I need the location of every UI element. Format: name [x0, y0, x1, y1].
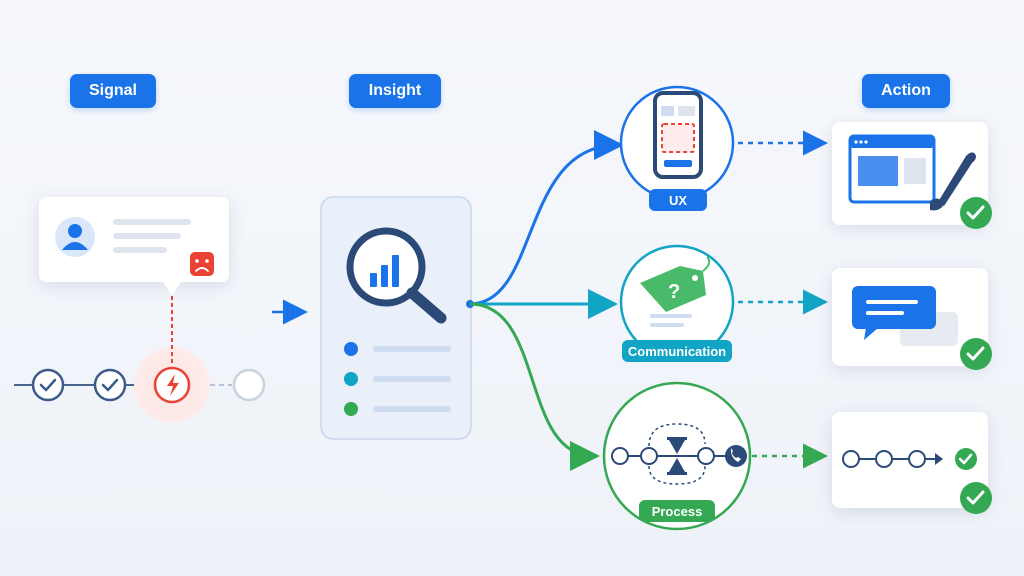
communication-branch-label: Communication: [622, 340, 732, 362]
green-bullet: [344, 402, 358, 416]
communication-action-card: [832, 268, 992, 370]
process-branch-label: Process: [639, 500, 715, 522]
timeline-check-1: [31, 368, 65, 402]
ux-action-card: [832, 122, 992, 229]
signal-stage-label: Signal: [70, 74, 156, 108]
check-icon: [960, 197, 992, 229]
check-icon: [960, 482, 992, 514]
blue-bullet: [344, 342, 358, 356]
paintbrush-icon: [930, 152, 976, 211]
ux-branch-label: UX: [649, 189, 707, 211]
timeline-empty-node: [232, 368, 266, 402]
branch-curve-ux: [469, 130, 624, 306]
sad-face-icon: [190, 252, 214, 276]
teal-bullet: [344, 372, 358, 386]
check-icon: [960, 338, 992, 370]
insight-panel: [320, 196, 472, 440]
ux-node: [619, 85, 735, 201]
branch-curve-process: [469, 302, 600, 471]
hourglass-icon: [667, 437, 687, 475]
magnifier-chart-icon: [346, 227, 447, 324]
phone-call-icon: [725, 445, 747, 467]
browser-window-icon: [848, 134, 936, 204]
process-action-card: [832, 412, 992, 514]
insight-stage-label: Insight: [349, 74, 441, 108]
signal-timeline: [14, 296, 266, 423]
feedback-card: [39, 197, 229, 295]
chat-bubbles-icon: [852, 286, 958, 346]
timeline-check-2: [93, 368, 127, 402]
phone-icon: [653, 91, 703, 179]
action-stage-label: Action: [862, 74, 950, 108]
question-tag-icon: ?: [640, 256, 711, 312]
process-node: [602, 381, 752, 531]
small-check-icon: [955, 448, 977, 470]
svg-text:?: ?: [668, 281, 680, 303]
